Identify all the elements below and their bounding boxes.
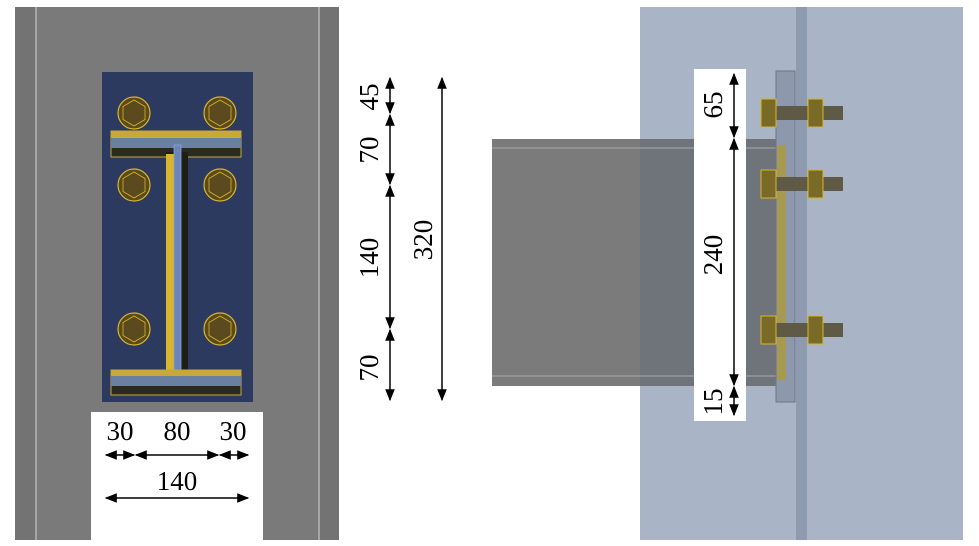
dim-top-edge: 45 bbox=[354, 84, 384, 111]
dim-side-beam-depth: 240 bbox=[698, 235, 728, 276]
vertical-dimensions: 45 70 140 70 320 bbox=[354, 76, 447, 402]
bolt-icon bbox=[760, 315, 843, 345]
dim-pitch-top: 70 bbox=[354, 137, 384, 164]
i-beam-section bbox=[110, 130, 242, 396]
dim-side-top: 65 bbox=[698, 92, 728, 119]
bolt-icon bbox=[760, 169, 843, 199]
dim-plate-height: 320 bbox=[408, 220, 438, 261]
flange-plate bbox=[777, 145, 786, 380]
side-view: 65 240 15 bbox=[492, 7, 963, 540]
dim-bottom-edge: 70 bbox=[354, 355, 384, 382]
dim-right-edge: 30 bbox=[220, 416, 247, 446]
dim-bolt-gauge: 80 bbox=[164, 416, 191, 446]
bolt-icon bbox=[203, 96, 237, 130]
bolt-group-front bbox=[117, 96, 237, 346]
front-view: 30 80 30 140 45 70 140 70 320 bbox=[15, 7, 447, 540]
bolt-icon bbox=[203, 168, 237, 202]
bolt-icon bbox=[117, 96, 151, 130]
bolt-icon bbox=[117, 168, 151, 202]
bolt-icon bbox=[203, 312, 237, 346]
dim-left-edge: 30 bbox=[107, 416, 134, 446]
bolt-group-side bbox=[760, 98, 843, 345]
side-vertical-dimensions: 65 240 15 bbox=[694, 69, 746, 421]
dim-pitch-middle: 140 bbox=[354, 238, 384, 279]
dim-side-bottom: 15 bbox=[698, 389, 728, 416]
dim-plate-width: 140 bbox=[157, 466, 198, 496]
column-web bbox=[796, 7, 807, 540]
horizontal-dimensions: 30 80 30 140 bbox=[91, 412, 263, 540]
bolt-icon bbox=[117, 312, 151, 346]
bolt-icon bbox=[760, 98, 843, 128]
